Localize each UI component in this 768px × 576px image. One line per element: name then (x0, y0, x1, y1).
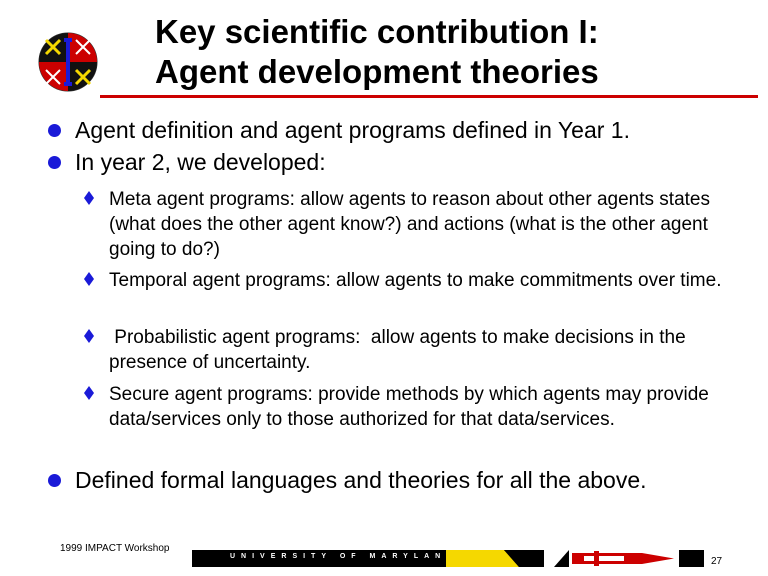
diamond-bullet-icon (84, 191, 94, 205)
diamond-bullet-icon (84, 272, 94, 286)
sub-bullet-text: Probabilistic agent programs: allow agen… (109, 327, 691, 373)
sub-bullet-text: Temporal agent programs: allow agents to… (109, 270, 722, 291)
sub-bullet-text: Meta agent programs: allow agents to rea… (109, 189, 710, 260)
circle-bullet-icon (48, 156, 61, 169)
diamond-bullet-icon (84, 386, 94, 400)
university-banner: UNIVERSITY OF MARYLAND (192, 550, 704, 567)
bullet-text: In year 2, we developed: (75, 149, 326, 175)
footer-workshop: 1999 IMPACT Workshop (60, 543, 170, 554)
university-name: UNIVERSITY OF MARYLAND (230, 553, 458, 560)
bullet-text: Defined formal languages and theories fo… (75, 467, 647, 493)
circle-bullet-icon (48, 474, 61, 487)
circle-bullet-icon (48, 124, 61, 137)
slide-title: Key scientific contribution I: Agent dev… (155, 12, 715, 92)
title-divider (100, 95, 758, 98)
title-line-2: Agent development theories (155, 53, 599, 90)
sub-bullet-text: Secure agent programs: provide methods b… (109, 384, 709, 430)
maryland-logo (38, 32, 98, 92)
bullet-text: Agent definition and agent programs defi… (75, 117, 630, 143)
title-line-1: Key scientific contribution I: (155, 13, 599, 50)
maryland-flag-pattern (444, 550, 704, 567)
page-number: 27 (711, 556, 723, 567)
diamond-bullet-icon (84, 329, 94, 343)
